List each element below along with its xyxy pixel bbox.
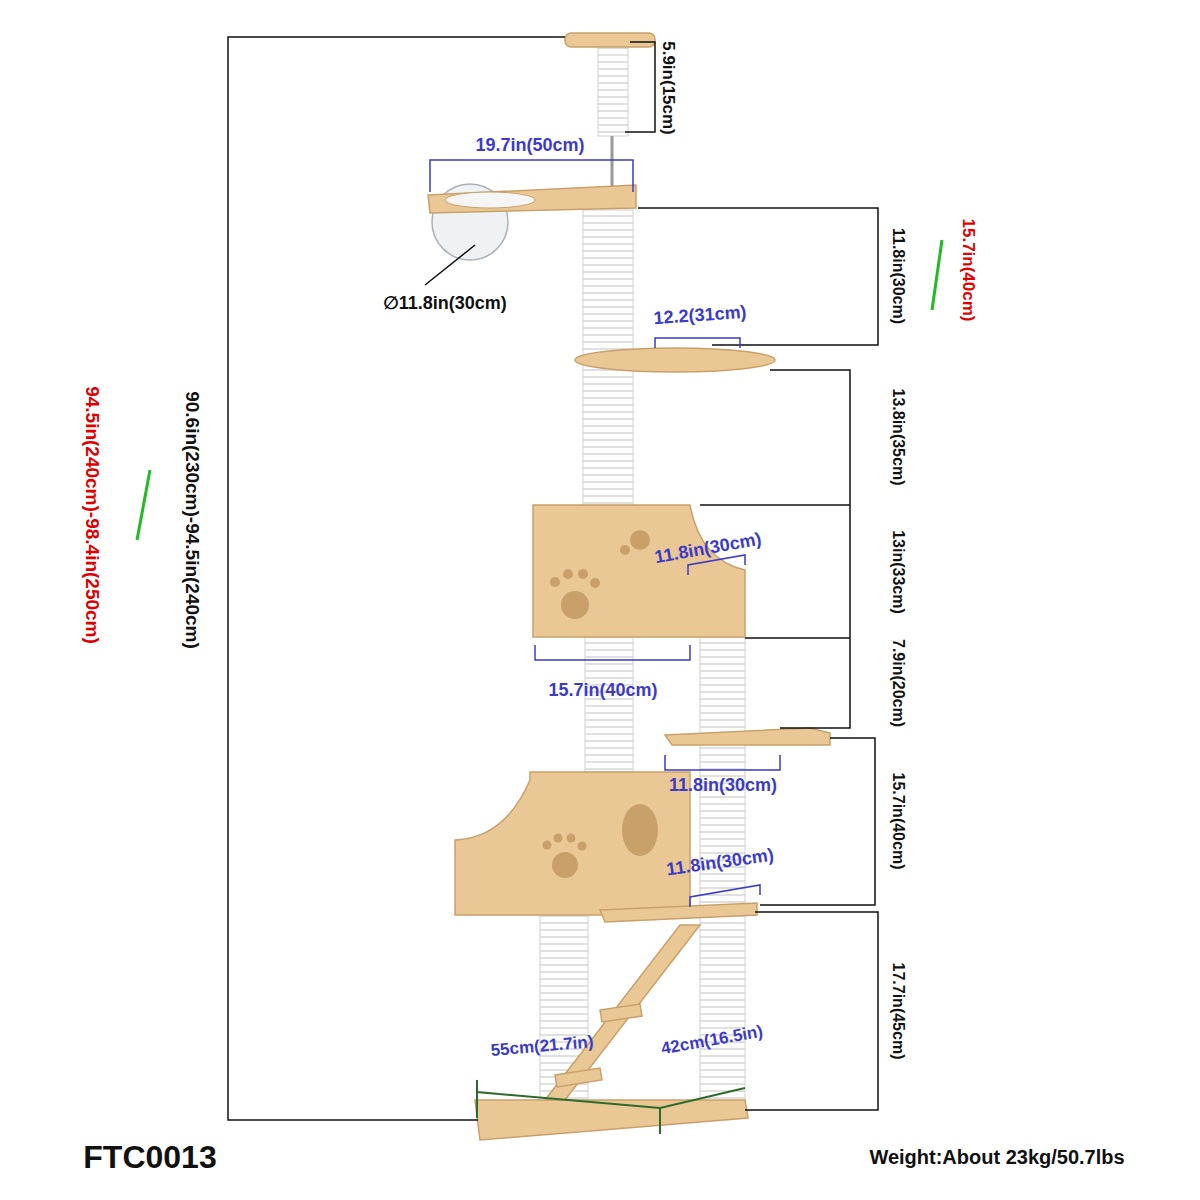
dimension-label: ∅11.8in(30cm): [383, 294, 506, 312]
dimension-label: 15.7in(40cm): [548, 681, 657, 699]
dimension-label: 11.8in(30cm): [890, 228, 906, 324]
dimension-label: 19.7in(50cm): [475, 136, 584, 154]
dimension-label: 13in(33cm): [890, 530, 906, 614]
dimension-label: 7.9in(20cm): [890, 639, 906, 727]
weight-note: Weight:About 23kg/50.7lbs: [869, 1147, 1124, 1167]
dimension-label: 5.9in(15cm): [660, 41, 677, 135]
dimension-label: 90.6in(230cm)-94.5in(240cm): [183, 391, 202, 649]
dimension-label: 17.7in(45cm): [890, 963, 906, 1060]
dimension-label: 15.7in(40cm): [960, 219, 977, 322]
dimension-label: 11.8in(30cm): [669, 776, 777, 794]
dimension-label: 12.2(31cm): [653, 303, 747, 327]
model-number: FTC0013: [83, 1141, 216, 1173]
dimension-label: 94.5in(240cm)-98.4in(250cm): [83, 386, 102, 644]
dimension-label: 15.7in(40cm): [890, 773, 906, 870]
dimension-label: 13.8in(35cm): [890, 389, 906, 486]
